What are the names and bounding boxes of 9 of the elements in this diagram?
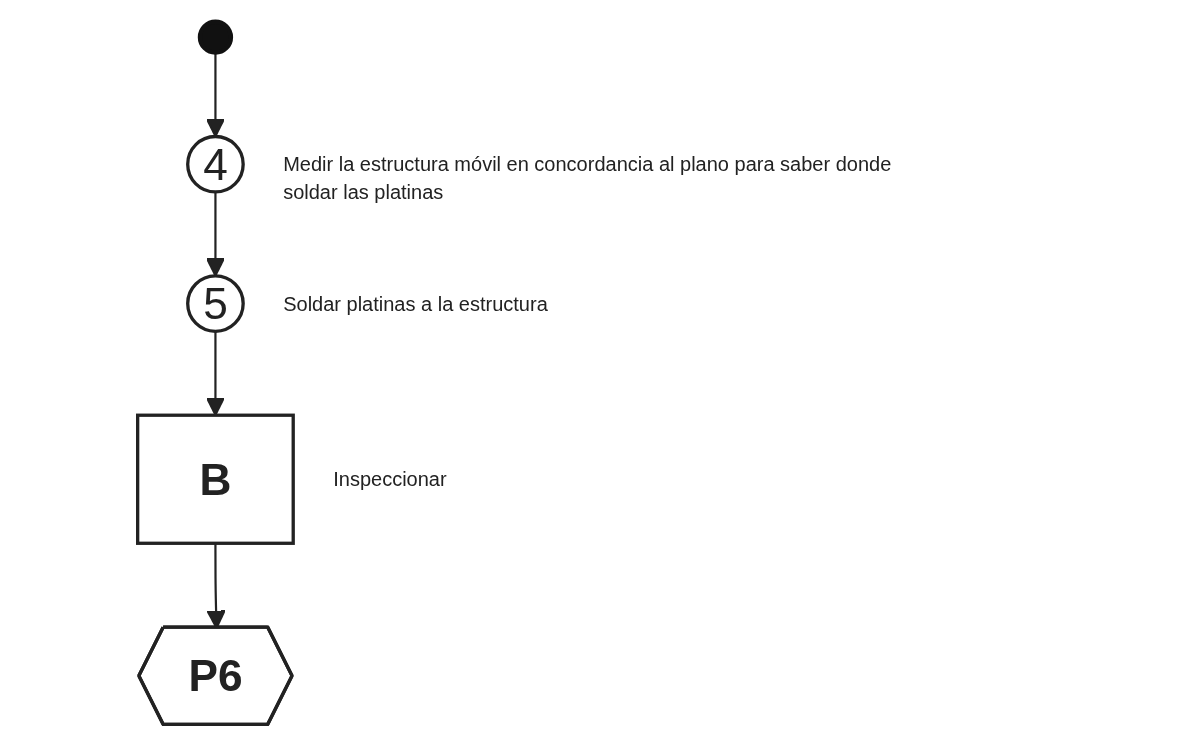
step-description: Soldar platinas a la estructura [283,291,548,317]
arrow [205,191,226,277]
process-shape: 5 [186,274,245,333]
process-shape: B [136,413,295,545]
process-shape: 4 [186,134,245,194]
process-shape: P6 [137,625,294,726]
start-dot [197,19,234,55]
step-description: Medir la estructura móvil en concordancia al plano para saber donde soldar las platinas [283,152,893,206]
step-description: Inspeccionar [333,467,447,493]
